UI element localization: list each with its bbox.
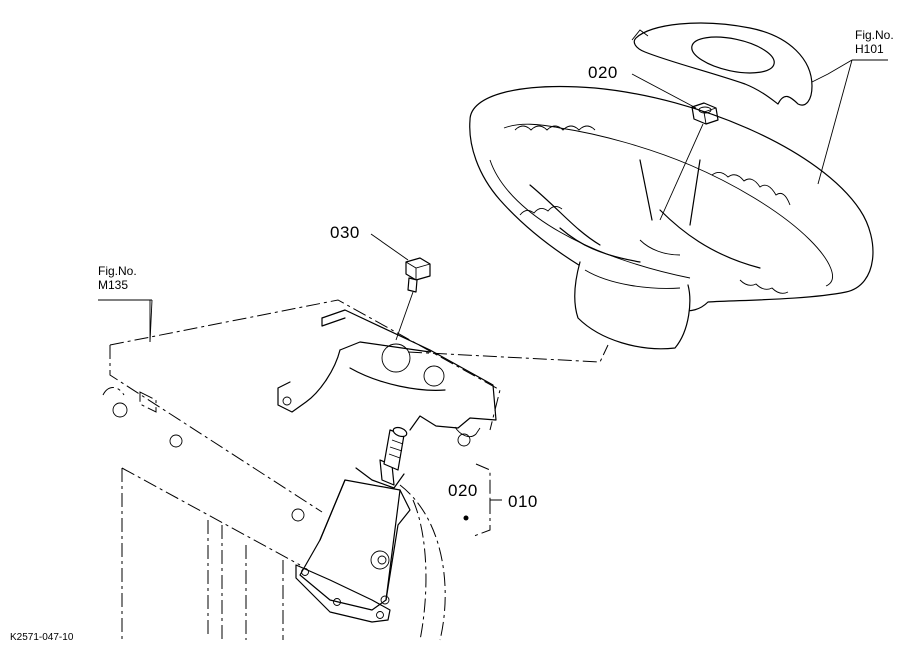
callout-020-nut: 020	[588, 63, 618, 82]
wheel-column-dashline	[407, 344, 609, 363]
figure-ref-h101-line1: Fig.No.	[855, 28, 894, 42]
callout-030-bolt: 030	[330, 223, 360, 242]
bolt-030-centerline	[395, 291, 414, 341]
figure-ref-m135: Fig.No. M135	[98, 264, 137, 292]
bolt-030	[405, 257, 431, 293]
figure-ref-h101-line2: H101	[855, 42, 884, 56]
steering-wheel	[469, 85, 874, 350]
callout-020-sub: 020	[448, 481, 478, 500]
figure-ref-m135-line1: Fig.No.	[98, 264, 137, 278]
column-mounting-bracket	[277, 309, 497, 447]
steering-column	[295, 426, 411, 623]
callout-010-assembly: 010	[508, 492, 538, 511]
nut-020-centerline	[659, 123, 704, 221]
drawing-code: K2571-047-10	[10, 632, 74, 643]
figure-ref-m135-line2: M135	[98, 278, 129, 292]
dash-panel-frame	[102, 299, 501, 641]
leader-lines	[98, 59, 888, 537]
figure-ref-h101: Fig.No. H101	[855, 28, 894, 56]
grease-point-dot	[463, 515, 469, 521]
steering-wheel-cover	[631, 22, 813, 106]
nut-020	[691, 102, 719, 125]
